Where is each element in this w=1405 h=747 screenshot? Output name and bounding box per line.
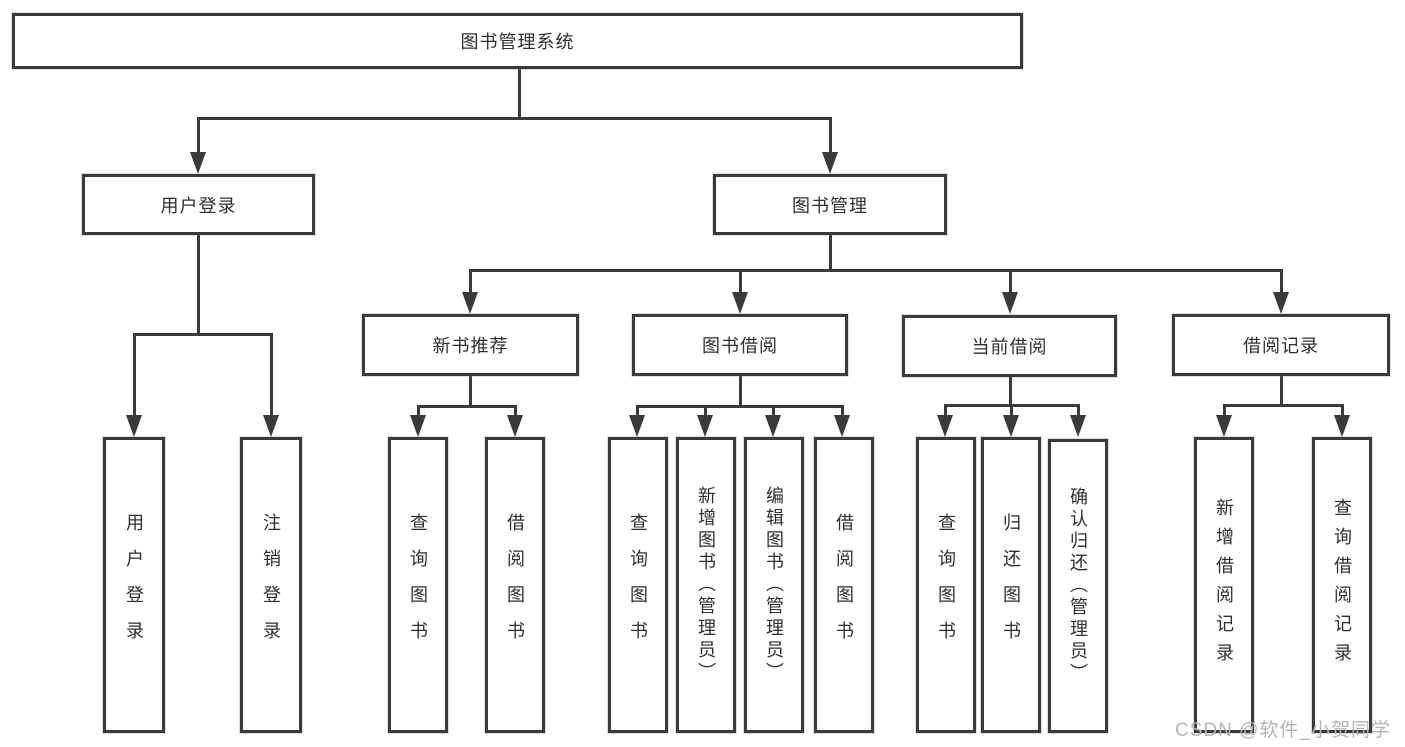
node-label: 查询图书 <box>936 513 956 657</box>
node-leaf-add-borrow-record: 新增借阅记录 <box>1194 437 1254 733</box>
connector-line <box>772 405 775 420</box>
node-borrow-records: 借阅记录 <box>1172 314 1390 376</box>
arrowhead-down-icon <box>629 415 645 437</box>
node-label: 新书推荐 <box>432 336 509 356</box>
connector-line <box>1223 404 1226 420</box>
connector-line <box>133 333 273 336</box>
node-label: 新增图书（管理员） <box>696 486 716 684</box>
node-library-management-system: 图书管理系统 <box>12 13 1023 69</box>
node-leaf-query-book-3: 查询图书 <box>916 437 976 733</box>
node-label: 图书借阅 <box>702 336 778 356</box>
node-label: 图书管理系统 <box>460 32 575 52</box>
arrowhead-down-icon <box>732 292 748 314</box>
connector-line <box>417 405 517 408</box>
node-label: 借阅图书 <box>834 513 854 657</box>
connector-line <box>1280 376 1283 406</box>
node-leaf-query-book-2: 查询图书 <box>608 437 668 733</box>
node-label: 图书管理 <box>792 195 868 216</box>
node-label: 借阅记录 <box>1243 336 1319 356</box>
connector-line <box>469 269 472 295</box>
node-leaf-return-book: 归还图书 <box>981 437 1041 733</box>
connector-line <box>197 117 200 156</box>
connector-line <box>197 235 200 336</box>
node-leaf-query-borrow-record: 查询借阅记录 <box>1312 437 1372 733</box>
csdn-watermark: CSDN @软件_小贺同学 <box>1175 720 1391 741</box>
arrowhead-down-icon <box>822 152 838 174</box>
connector-line <box>518 69 521 120</box>
connector-line <box>829 117 832 156</box>
arrowhead-down-icon <box>507 415 523 437</box>
arrowhead-down-icon <box>410 415 426 437</box>
connector-line <box>270 333 273 420</box>
node-label: 用户登录 <box>160 195 237 216</box>
connector-line <box>1009 377 1012 406</box>
node-leaf-user-login: 用户登录 <box>103 437 165 733</box>
node-label: 归还图书 <box>1001 513 1021 657</box>
connector-line <box>704 405 707 420</box>
arrowhead-down-icon <box>1273 292 1289 314</box>
connector-line <box>1010 404 1013 420</box>
connector-line <box>514 405 517 420</box>
arrowhead-down-icon <box>765 415 781 437</box>
node-label: 查询图书 <box>408 513 428 657</box>
connector-line <box>469 269 1283 272</box>
node-user-login: 用户登录 <box>82 174 315 235</box>
node-label: 注销登录 <box>261 513 281 657</box>
node-book-management: 图书管理 <box>713 174 947 235</box>
node-leaf-query-book-1: 查询图书 <box>388 437 448 733</box>
node-label: 确认归还（管理员） <box>1068 487 1088 685</box>
node-new-book-recommend: 新书推荐 <box>362 314 579 376</box>
arrowhead-down-icon <box>697 415 713 437</box>
node-label: 查询图书 <box>628 513 648 657</box>
connector-line <box>417 405 420 420</box>
node-leaf-add-book-admin: 新增图书（管理员） <box>676 437 736 733</box>
arrowhead-down-icon <box>1070 415 1086 437</box>
connector-line <box>636 405 639 420</box>
arrowhead-down-icon <box>937 415 953 437</box>
arrowhead-down-icon <box>1002 292 1018 314</box>
connector-line <box>841 405 844 420</box>
connector-line <box>1280 269 1283 295</box>
node-label: 当前借阅 <box>971 337 1048 357</box>
arrowhead-down-icon <box>834 415 850 437</box>
node-label: 查询借阅记录 <box>1332 498 1352 672</box>
connector-line <box>1077 404 1080 420</box>
node-leaf-borrow-book-2: 借阅图书 <box>814 437 874 733</box>
arrowhead-down-icon <box>1334 415 1350 437</box>
arrowhead-down-icon <box>1003 415 1019 437</box>
node-label: 新增借阅记录 <box>1214 498 1234 672</box>
connector-line <box>1341 404 1344 420</box>
arrowhead-down-icon <box>126 415 142 437</box>
connector-line <box>739 376 742 407</box>
node-leaf-confirm-return-admin: 确认归还（管理员） <box>1048 439 1108 733</box>
node-leaf-edit-book-admin: 编辑图书（管理员） <box>744 437 804 733</box>
node-label: 借阅图书 <box>505 513 525 657</box>
connector-line <box>944 404 947 420</box>
arrowhead-down-icon <box>462 292 478 314</box>
connector-line <box>636 405 844 408</box>
connector-line <box>469 376 472 407</box>
connector-line <box>1009 269 1012 295</box>
connector-line <box>1223 404 1344 407</box>
connector-line <box>133 333 136 420</box>
connector-line <box>197 117 832 120</box>
node-book-borrowing: 图书借阅 <box>632 314 848 376</box>
arrowhead-down-icon <box>190 152 206 174</box>
arrowhead-down-icon <box>1216 415 1232 437</box>
node-current-borrowing: 当前借阅 <box>902 315 1117 377</box>
arrowhead-down-icon <box>263 415 279 437</box>
node-leaf-logout: 注销登录 <box>240 437 302 733</box>
node-label: 用户登录 <box>124 513 144 657</box>
node-leaf-borrow-book-1: 借阅图书 <box>485 437 545 733</box>
connector-line <box>829 235 832 272</box>
node-label: 编辑图书（管理员） <box>764 486 784 684</box>
connector-line <box>739 269 742 295</box>
